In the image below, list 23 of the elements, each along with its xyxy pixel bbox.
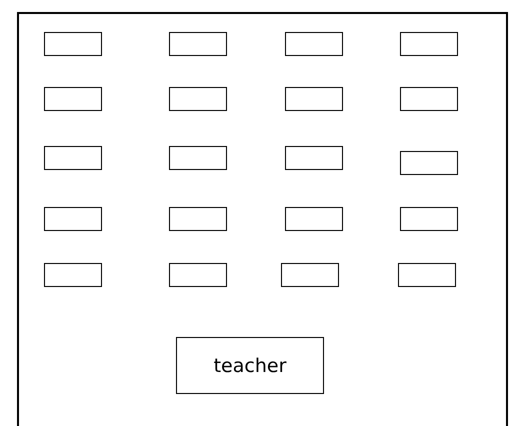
student-desk [400, 32, 458, 56]
student-desk [285, 146, 343, 170]
student-desk [281, 263, 339, 287]
student-desk [285, 32, 343, 56]
student-desk [169, 87, 227, 111]
student-desk [400, 151, 458, 175]
student-desk [285, 87, 343, 111]
student-desk [285, 207, 343, 231]
student-desk [400, 207, 458, 231]
student-desk [169, 146, 227, 170]
student-desk [169, 207, 227, 231]
student-desk [44, 32, 102, 56]
classroom-outline [17, 12, 508, 426]
student-desk [398, 263, 456, 287]
desk-label: teacher [214, 354, 286, 376]
student-desk [400, 87, 458, 111]
student-desk [169, 263, 227, 287]
student-desk [44, 146, 102, 170]
student-desk [169, 32, 227, 56]
student-desk [44, 263, 102, 287]
student-desk [44, 207, 102, 231]
teacher-desk [176, 337, 324, 394]
student-desk [44, 87, 102, 111]
